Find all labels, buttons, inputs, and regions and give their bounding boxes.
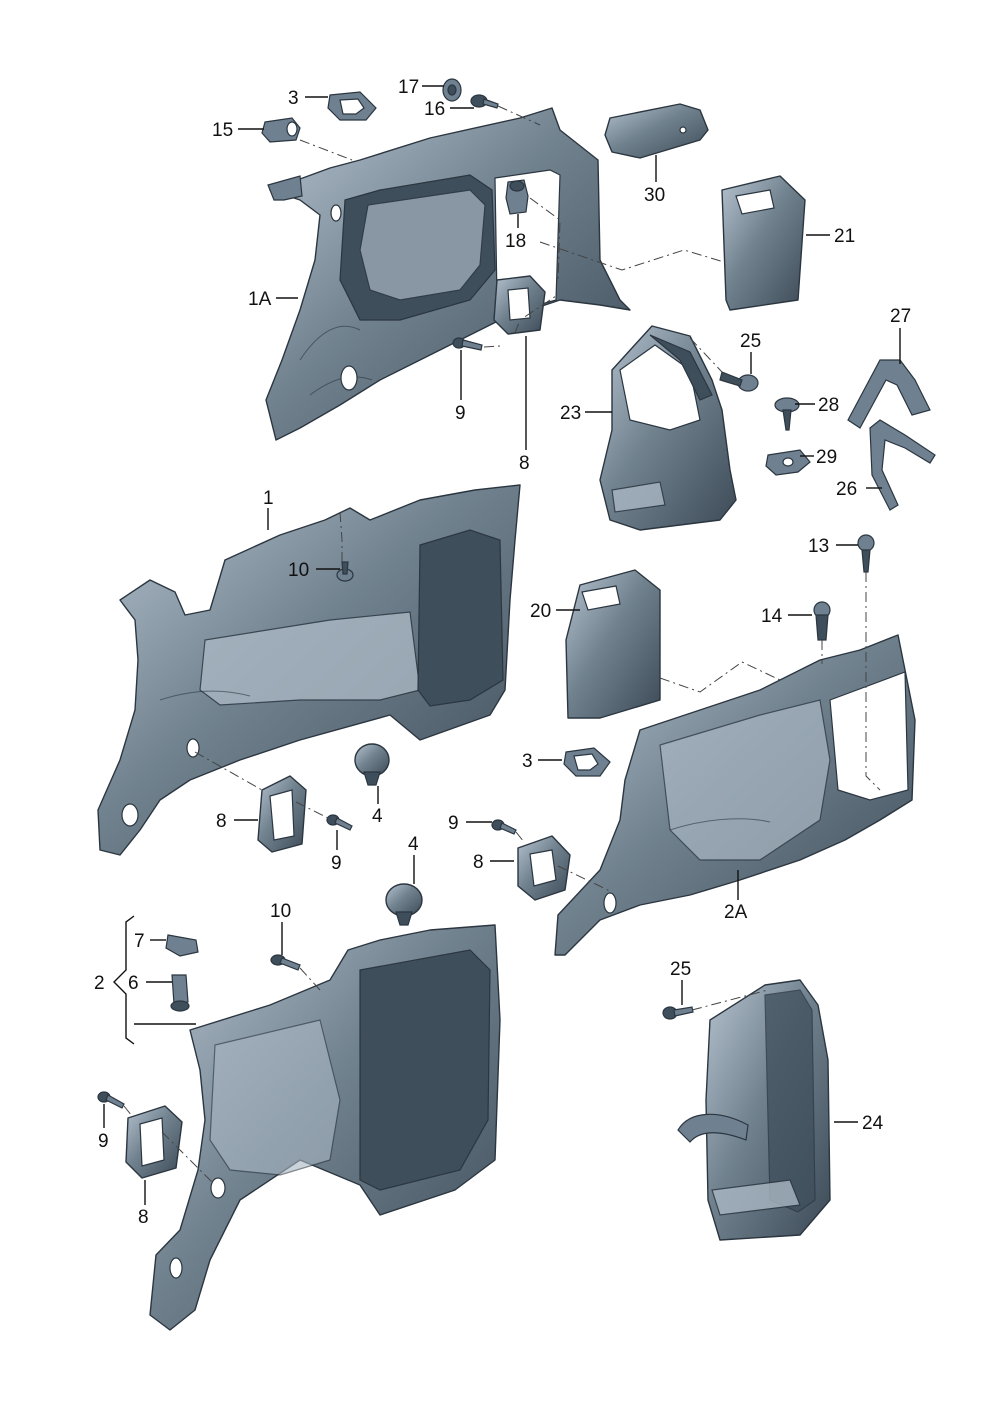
screw-9-lower (97, 1091, 125, 1109)
callout-8-lower: 8 (138, 1207, 149, 1228)
loop-8-left (257, 775, 307, 853)
clip-6 (170, 974, 190, 1012)
leader-lines (103, 85, 901, 1205)
callout-labels: 17 3 16 15 30 18 21 1A 25 27 28 29 26 23… (94, 77, 911, 1228)
screw-9-left (326, 814, 353, 831)
callout-4-upper: 4 (372, 806, 383, 827)
callout-8-left: 8 (216, 811, 227, 832)
rivet-14 (813, 601, 831, 641)
callout-16: 16 (424, 99, 445, 120)
callout-23: 23 (560, 403, 581, 424)
callout-10-middle: 10 (288, 560, 309, 581)
callout-15: 15 (212, 120, 233, 141)
callout-13: 13 (808, 536, 829, 557)
loop-8-upper (493, 275, 546, 335)
callout-27: 27 (890, 306, 911, 327)
trim-panel-1 (97, 484, 521, 856)
clip-3-middle (563, 747, 611, 777)
callout-24: 24 (862, 1113, 884, 1134)
strap-27 (847, 359, 931, 429)
trim-panel-2 (149, 924, 501, 1331)
bracket-box-24 (677, 979, 831, 1241)
callout-9-right: 9 (448, 813, 459, 834)
clip-3-top (327, 91, 377, 121)
screw-25-upper (719, 371, 759, 392)
cover-panel-20 (565, 569, 661, 719)
callout-29: 29 (816, 447, 837, 468)
callout-30: 30 (644, 185, 665, 206)
screw-25-lower (662, 1006, 694, 1020)
connection-lines (123, 105, 881, 1185)
grommet-18 (505, 179, 529, 215)
callout-6: 6 (128, 973, 139, 994)
callout-1a: 1A (248, 289, 272, 310)
callout-4-lower: 4 (408, 834, 419, 855)
nut-17 (442, 78, 462, 102)
screw-9-right (491, 819, 517, 835)
callout-8-right: 8 (473, 852, 484, 873)
callout-9-lower: 9 (98, 1131, 109, 1152)
callout-8-upper: 8 (519, 453, 530, 474)
trim-panel-1a (265, 107, 631, 441)
callout-7: 7 (134, 931, 145, 952)
strap-26 (869, 419, 936, 511)
screw-10-middle (336, 561, 354, 582)
callout-18: 18 (505, 231, 526, 252)
callout-26: 26 (836, 479, 857, 500)
cover-30 (604, 103, 709, 159)
callout-10-lower: 10 (270, 901, 291, 922)
bracket-23 (599, 325, 737, 531)
screw-9-upper (452, 337, 483, 351)
callout-1: 1 (263, 488, 274, 509)
callout-9-upper: 9 (455, 403, 466, 424)
trim-panel-2a (554, 634, 916, 956)
callout-3-middle: 3 (522, 751, 533, 772)
callout-28: 28 (818, 395, 839, 416)
screw-28 (774, 397, 800, 431)
loop-8-right (517, 835, 571, 901)
fastener-15 (261, 117, 301, 143)
callout-9-left: 9 (331, 853, 342, 874)
callout-25-upper: 25 (740, 331, 761, 352)
callout-21: 21 (834, 226, 855, 247)
plug-4-upper (354, 743, 390, 786)
loop-8-lower (125, 1105, 183, 1179)
screw-10-lower (270, 954, 301, 971)
plug-4-lower (385, 883, 423, 926)
callout-3-top: 3 (288, 88, 299, 109)
nut-plate-29 (765, 449, 811, 476)
callout-20: 20 (530, 601, 551, 622)
callout-14: 14 (761, 606, 783, 627)
callout-2: 2 (94, 973, 105, 994)
callout-2a: 2A (724, 902, 748, 923)
callout-17: 17 (398, 77, 419, 98)
screw-13 (857, 534, 875, 573)
cover-panel-21 (721, 175, 806, 311)
screw-16 (470, 94, 499, 109)
callout-25-lower: 25 (670, 959, 691, 980)
cap-7 (165, 934, 199, 957)
